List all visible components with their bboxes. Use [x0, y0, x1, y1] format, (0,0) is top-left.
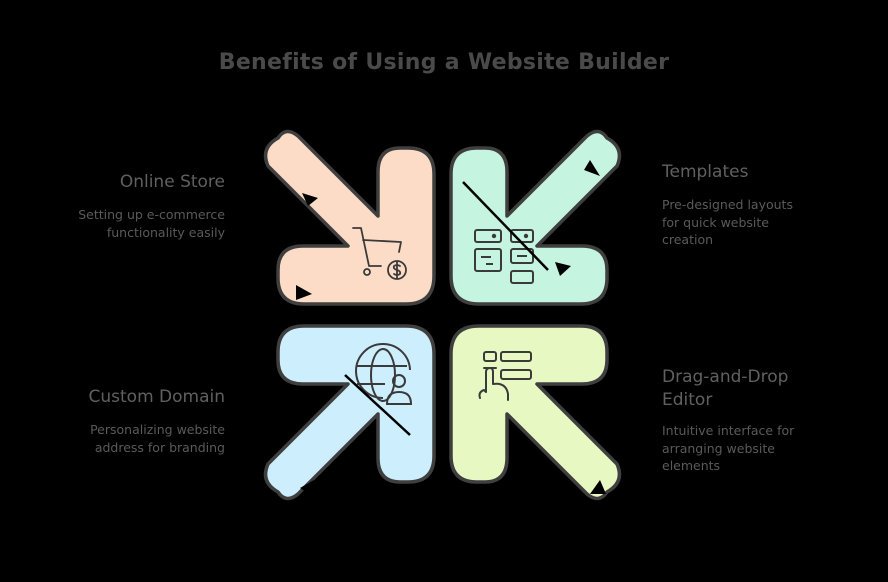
- diagram-title: Benefits of Using a Website Builder: [218, 50, 670, 75]
- label-online-store: Online Store Setting up e-commerce funct…: [78, 172, 225, 241]
- heading-custom-domain: Custom Domain: [88, 387, 226, 407]
- label-templates: Templates Pre-designed layouts for quick…: [662, 162, 793, 249]
- description-custom-domain: Personalizing website address for brandi…: [90, 422, 225, 455]
- templates-split-line: [462, 181, 549, 271]
- label-drag-drop-editor: Drag-and-Drop Editor Intuitive interface…: [662, 366, 794, 475]
- arrow-online-store: [263, 129, 436, 306]
- heading-drag-drop-editor: Drag-and-Drop Editor: [662, 367, 789, 410]
- arrow-drag-drop-editor: [449, 324, 622, 501]
- drag-drop-hand-icon: [478, 351, 532, 401]
- arrow-custom-domain: [263, 324, 436, 501]
- description-templates: Pre-designed layouts for quick website c…: [662, 197, 793, 247]
- heading-templates: Templates: [662, 162, 749, 182]
- domain-split-line: [344, 374, 411, 436]
- shopping-cart-dollar-icon: [352, 227, 407, 280]
- description-drag-drop-editor: Intuitive interface for arranging websit…: [662, 423, 795, 473]
- globe-user-icon: [355, 343, 413, 405]
- sketch-notches: [296, 160, 606, 496]
- arrow-templates: [449, 129, 622, 306]
- heading-online-store: Online Store: [119, 172, 225, 192]
- description-online-store: Setting up e-commerce functionality easi…: [78, 207, 225, 240]
- label-custom-domain: Custom Domain Personalizing website addr…: [89, 387, 226, 456]
